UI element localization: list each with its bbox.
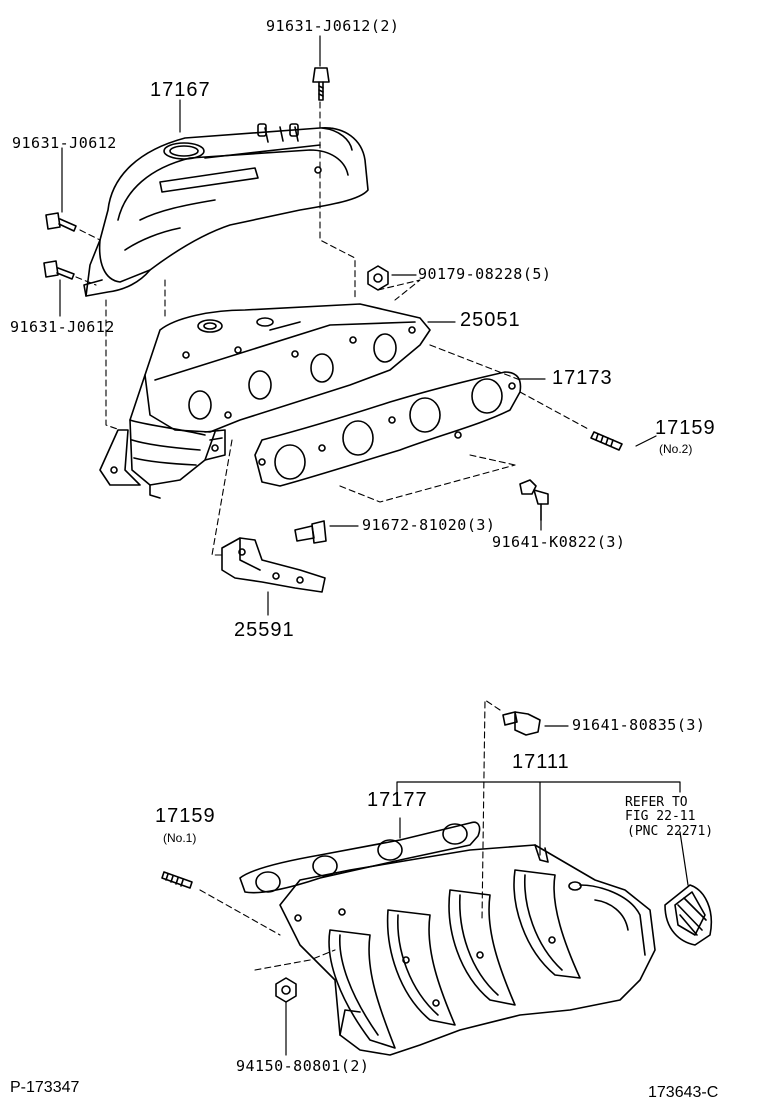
bolt-91631-top — [312, 67, 330, 101]
bolt-91641-k0822 — [519, 479, 549, 521]
gasket-17177 — [239, 821, 481, 894]
callout-91672-81020: 91672-81020(3) — [362, 516, 496, 534]
callout-17159-no2: 17159 — [655, 417, 716, 439]
callout-17167: 17167 — [150, 79, 211, 101]
footer-left-code: P-173347 — [10, 1079, 80, 1096]
nut-90179 — [367, 265, 389, 291]
callout-25591: 25591 — [234, 619, 295, 641]
stud-17159-no2 — [590, 431, 623, 451]
footer-right-code: 173643-C — [648, 1084, 719, 1101]
callout-17159-no1-sub: (No.1) — [163, 831, 197, 845]
exhaust-manifold-25051 — [99, 303, 431, 499]
bolt-91641-80835 — [502, 711, 541, 736]
gasket-17173 — [254, 371, 522, 487]
callout-91631-j0612-top: 91631-J0612(2) — [266, 17, 400, 35]
callout-90179-08228: 90179-08228(5) — [418, 265, 552, 283]
callout-17159-no1: 17159 — [155, 805, 216, 827]
callout-25051: 25051 — [460, 309, 521, 331]
throttle-gasket — [664, 884, 712, 946]
intake-manifold-17111 — [279, 844, 656, 1056]
refer-note-line1: REFER TO — [625, 795, 688, 810]
callout-91641-80835: 91641-80835(3) — [572, 716, 706, 734]
bolt-91631-left-a — [45, 212, 77, 232]
heat-insulator-17167 — [83, 123, 369, 297]
refer-note-line3: (PNC 22271) — [627, 824, 714, 839]
callout-17159-no2-sub: (No.2) — [659, 442, 693, 456]
callout-91641-k0822: 91641-K0822(3) — [492, 533, 626, 551]
refer-note-line2: FIG 22-11 — [625, 809, 696, 824]
callout-94150-80801: 94150-80801(2) — [236, 1057, 370, 1075]
dashed-alignment-lines — [75, 101, 591, 971]
callout-17111: 17111 — [512, 751, 570, 773]
callout-17177: 17177 — [367, 789, 428, 811]
bolt-91672 — [294, 520, 327, 544]
callout-17173: 17173 — [552, 367, 613, 389]
leader-lines — [59, 35, 689, 1056]
nut-94150 — [275, 977, 297, 1003]
bolt-91631-left-b — [43, 260, 75, 280]
stud-17159-no1 — [161, 871, 193, 889]
bracket-25591 — [221, 537, 326, 593]
callout-91631-j0612-left-a: 91631-J0612 — [12, 134, 117, 152]
callout-91631-j0612-left-b: 91631-J0612 — [10, 318, 115, 336]
